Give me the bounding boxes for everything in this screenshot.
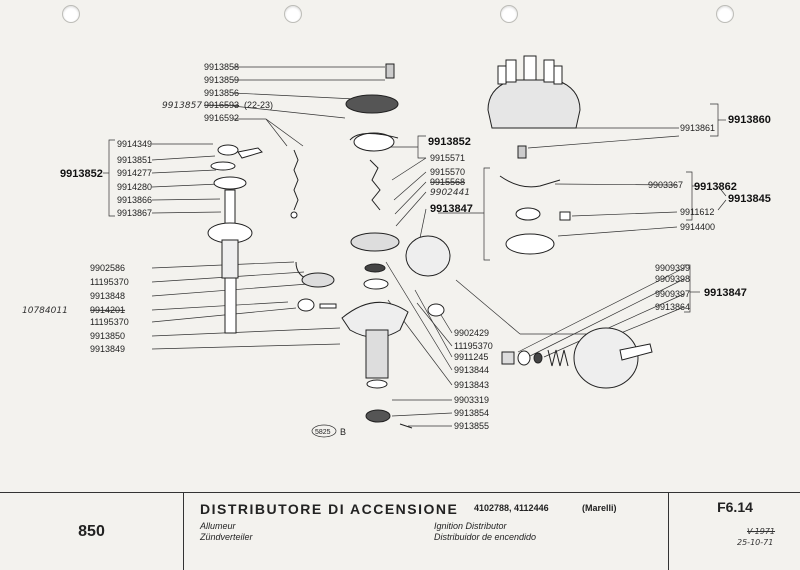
model-number: 850 bbox=[0, 493, 184, 570]
part-number: 9913849 bbox=[90, 344, 125, 354]
page-reference: F6.14 bbox=[717, 499, 753, 515]
part-number: 9914349 bbox=[117, 139, 152, 149]
group-part-number: 9913852 bbox=[60, 168, 103, 180]
part-number: 9913854 bbox=[454, 408, 489, 418]
manufacturer: (Marelli) bbox=[582, 503, 617, 513]
title-area: DISTRIBUTORE DI ACCENSIONE 4102788, 4112… bbox=[184, 493, 668, 570]
punch-hole bbox=[284, 5, 302, 23]
part-number: 9911612 bbox=[680, 207, 714, 217]
punch-hole bbox=[500, 5, 518, 23]
part-number: 9913851 bbox=[117, 155, 152, 165]
part-number: 9913850 bbox=[90, 331, 125, 341]
part-number: 9913843 bbox=[454, 380, 489, 390]
title-french: Allumeur bbox=[200, 521, 236, 531]
punch-hole bbox=[716, 5, 734, 23]
part-number: 9914277 bbox=[117, 168, 152, 178]
reference-area: F6.14 V-1971 25-10-71 bbox=[668, 493, 800, 570]
part-number: 9913858 bbox=[204, 62, 239, 72]
part-number: 9913856 bbox=[204, 88, 239, 98]
group-part-number: 9913847 bbox=[430, 203, 473, 215]
title-english: Ignition Distributor bbox=[434, 521, 507, 531]
part-number: 9913859 bbox=[204, 75, 239, 85]
handwritten-part-number: 9913857 bbox=[162, 101, 202, 111]
page-title: DISTRIBUTORE DI ACCENSIONE bbox=[200, 501, 459, 517]
group-part-number: 9913852 bbox=[428, 136, 471, 148]
handwritten-date: 25-10-71 bbox=[737, 538, 774, 547]
part-number: 9914400 bbox=[680, 222, 715, 232]
part-number: 9909399 bbox=[655, 263, 690, 273]
title-block: 850 DISTRIBUTORE DI ACCENSIONE 4102788, … bbox=[0, 492, 800, 570]
part-number: 9913866 bbox=[117, 195, 152, 205]
part-number: 9914280 bbox=[117, 182, 152, 192]
group-part-number: 9913847 bbox=[704, 287, 747, 299]
part-number: 9913848 bbox=[90, 291, 125, 301]
punch-hole bbox=[62, 5, 80, 23]
drawing-suffix: B bbox=[340, 427, 346, 437]
group-part-number: 9913860 bbox=[728, 114, 771, 126]
part-number: 9915570 bbox=[430, 167, 465, 177]
group-part-number: 9913845 bbox=[728, 193, 771, 205]
part-labels: 9914349 9913851 9914277 9914280 9913866 … bbox=[22, 62, 771, 438]
part-number: 11195370 bbox=[90, 277, 129, 287]
part-number: 9909398 bbox=[655, 274, 690, 284]
handwritten-struck-note: V-1971 bbox=[747, 527, 776, 536]
part-number: 9915571 bbox=[430, 153, 465, 163]
part-number: 9916592 bbox=[204, 113, 239, 123]
struck-part-number: 9915568 bbox=[430, 177, 465, 187]
part-number: 9913864 bbox=[655, 302, 690, 312]
drawing-code: 5825 bbox=[315, 429, 331, 436]
part-number: 9903319 bbox=[454, 395, 489, 405]
struck-part-number: 9914201 bbox=[90, 305, 125, 315]
part-number: 9902586 bbox=[90, 263, 125, 273]
part-number: 9913844 bbox=[454, 365, 489, 375]
part-number: 9913855 bbox=[454, 421, 489, 431]
handwritten-part-number: 9902441 bbox=[430, 188, 470, 198]
title-spanish: Distribuidor de encendido bbox=[434, 532, 537, 542]
part-number: 9911245 bbox=[454, 352, 488, 362]
handwritten-part-number: 10784011 bbox=[22, 306, 68, 316]
part-number: 9913861 bbox=[680, 123, 715, 133]
part-number: 9909397 bbox=[655, 289, 690, 299]
part-number: 9902429 bbox=[454, 328, 489, 338]
parts-drawing bbox=[207, 55, 653, 429]
exploded-diagram: 9914349 9913851 9914277 9914280 9913866 … bbox=[22, 55, 771, 438]
part-number: 9913867 bbox=[117, 208, 152, 218]
group-part-number: 9913862 bbox=[694, 181, 737, 193]
part-number: 9903367 bbox=[648, 180, 683, 190]
part-number: 11195370 bbox=[90, 317, 129, 327]
part-number: 11195370 bbox=[454, 341, 493, 351]
part-codes: 4102788, 4112446 bbox=[474, 503, 549, 513]
title-german: Zündverteiler bbox=[200, 532, 253, 542]
struck-part-number: 9916593 bbox=[204, 100, 239, 110]
range-note: (22-23) bbox=[244, 100, 273, 110]
